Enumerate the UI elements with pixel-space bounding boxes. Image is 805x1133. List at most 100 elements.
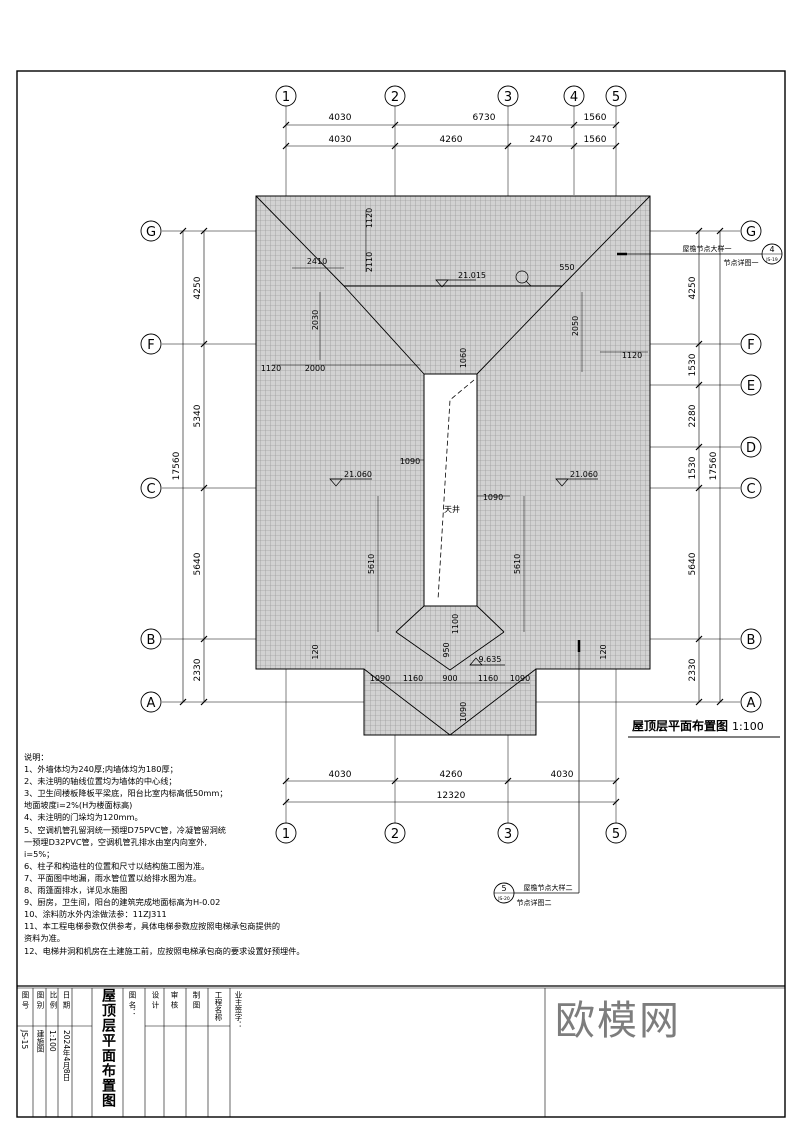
right-dim-text: 4250 1530 2280 1530 5640 2330 17560 bbox=[688, 276, 719, 681]
tb-title: 屋顶层平面布置图 bbox=[100, 988, 116, 1108]
bottom-dimensions bbox=[282, 777, 620, 806]
callout-2-ref: JS-20 bbox=[497, 896, 510, 902]
callout-2: 屋檐节点大样二 节点详图二 5 JS-20 bbox=[493, 640, 581, 907]
top-dim-text: 4030 6730 1560 4030 4260 2470 1560 bbox=[329, 113, 607, 145]
dim-1100: 1100 bbox=[451, 614, 460, 634]
dim-2050: 2050 bbox=[571, 316, 580, 336]
plan-labels: 21.015 21.060 21.060 9.635 天井 1120 2410 … bbox=[261, 208, 642, 722]
axis-labels: 1 2 3 4 5 1 2 3 5 G F C B A G F E D C B … bbox=[146, 90, 756, 842]
right-dim-6: 2330 bbox=[688, 658, 698, 681]
sheet-border bbox=[16, 70, 786, 1118]
tb-drawing-no-value: JS-15 bbox=[20, 1030, 29, 1050]
axis-right-G: G bbox=[746, 225, 756, 240]
top-dim-6: 2470 bbox=[530, 135, 553, 145]
dim-1120-right: 1120 bbox=[622, 351, 642, 360]
bottom-dim-1: 4030 bbox=[329, 770, 352, 780]
axis-left-C: C bbox=[146, 482, 155, 497]
dim-1090-b: 1090 bbox=[483, 493, 503, 502]
title-block-frame bbox=[17, 985, 785, 1117]
note-8: 8、雨篷面排水，详见水施图 bbox=[24, 885, 128, 896]
axis-bottom-1: 1 bbox=[282, 827, 290, 842]
top-dim-3: 1560 bbox=[584, 113, 607, 123]
axis-bubbles bbox=[140, 85, 762, 844]
right-dim-5: 5640 bbox=[688, 552, 698, 575]
right-dim-4: 1530 bbox=[688, 456, 698, 479]
bottom-dim-2: 4260 bbox=[440, 770, 463, 780]
tb-scale-label: 比 例 bbox=[49, 991, 58, 1009]
axis-top-4: 4 bbox=[570, 90, 578, 105]
bottom-dim-3: 4030 bbox=[551, 770, 574, 780]
dim-900: 900 bbox=[442, 674, 457, 683]
axis-bottom-2: 2 bbox=[391, 827, 399, 842]
note-2: 2、未注明的轴线位置均为墙体的中心线； bbox=[24, 776, 177, 787]
callout-2-title: 屋檐节点大样二 bbox=[524, 883, 573, 892]
tb-drawing-name-label: 图 名： bbox=[128, 991, 137, 1016]
note-11-cont: 资料为准。 bbox=[24, 933, 65, 944]
design-notes: 说明： 1、外墙体均为240厚;内墙体均为180厚； 2、未注明的轴线位置均为墙… bbox=[24, 751, 544, 957]
dim-5610-a: 5610 bbox=[367, 554, 376, 574]
left-dim-1: 4250 bbox=[193, 276, 203, 299]
callout-1-sub: 节点详图一 bbox=[724, 258, 759, 267]
dim-1120-left: 1120 bbox=[261, 364, 281, 373]
dim-2000: 2000 bbox=[305, 364, 325, 373]
note-5-cont: 一预埋D32PVC管，空调机管孔排水由室内向室外, bbox=[24, 836, 207, 847]
dim-1160-a: 1160 bbox=[403, 674, 423, 683]
dim-120-a: 120 bbox=[311, 644, 320, 659]
axis-bottom-3: 3 bbox=[504, 827, 512, 842]
axis-right-E: E bbox=[747, 379, 755, 394]
dim-1090-d: 1090 bbox=[510, 674, 530, 683]
left-dim-2: 5340 bbox=[193, 404, 203, 427]
axis-right-F: F bbox=[747, 338, 754, 353]
axis-left-F: F bbox=[147, 338, 154, 353]
callout-1-ref: JS-19 bbox=[765, 257, 778, 263]
dim-120-b: 120 bbox=[599, 644, 608, 659]
top-dim-5: 4260 bbox=[440, 135, 463, 145]
dim-2030: 2030 bbox=[311, 310, 320, 330]
tb-date-label: 日 期 bbox=[62, 991, 71, 1009]
top-dimensions bbox=[282, 121, 620, 150]
tb-drawing-type-value: 建施图 bbox=[36, 1030, 45, 1053]
callout-2-number: 5 bbox=[501, 884, 506, 893]
dim-950: 950 bbox=[442, 642, 451, 657]
axis-right-B: B bbox=[747, 633, 756, 648]
tb-check-label: 审 核 bbox=[170, 991, 179, 1009]
eave-elevation-left: 21.060 bbox=[344, 470, 372, 479]
right-dimensions bbox=[695, 227, 724, 706]
tb-draw-label: 制 图 bbox=[192, 991, 201, 1009]
light-well bbox=[423, 373, 478, 607]
plan-dimension-lines bbox=[272, 210, 648, 684]
top-dim-2: 6730 bbox=[473, 113, 496, 123]
dim-2410: 2410 bbox=[307, 257, 327, 266]
note-11: 11、本工程电梯参数仅供参考，具体电梯参数应按照电梯承包商提供的 bbox=[24, 921, 281, 932]
dim-1120-top: 1120 bbox=[365, 208, 374, 228]
callout-2-sub: 节点详图二 bbox=[517, 898, 552, 907]
axis-top-2: 2 bbox=[391, 90, 399, 105]
axis-top-3: 3 bbox=[504, 90, 512, 105]
top-dim-4: 4030 bbox=[329, 135, 352, 145]
dim-2110: 2110 bbox=[365, 252, 374, 272]
eave-elevation-right: 21.060 bbox=[570, 470, 598, 479]
axis-left-B: B bbox=[147, 633, 156, 648]
left-dimensions bbox=[179, 227, 208, 706]
top-dim-1: 4030 bbox=[329, 113, 352, 123]
top-dim-7: 1560 bbox=[584, 135, 607, 145]
left-dim-text: 17560 4250 5340 5640 2330 bbox=[172, 276, 203, 681]
bottom-dim-text: 4030 4260 4030 12320 bbox=[329, 770, 574, 801]
porch-elevation: 9.635 bbox=[479, 655, 502, 664]
axis-right-A: A bbox=[747, 696, 756, 711]
note-10: 10、涂料防水外内涂做法参：11ZJ311 bbox=[24, 909, 167, 920]
left-dim-4: 2330 bbox=[193, 658, 203, 681]
roof-plan bbox=[255, 195, 651, 736]
axis-left-A: A bbox=[147, 696, 156, 711]
tb-date-value: 2024年4月8日 bbox=[62, 1030, 71, 1082]
dim-1090-a: 1090 bbox=[400, 457, 420, 466]
axis-top-5: 5 bbox=[612, 90, 620, 105]
axis-left-G: G bbox=[146, 225, 156, 240]
note-5: 5、空调机管孔留洞统一预埋D75PVC管，冷凝管留洞统 bbox=[24, 824, 226, 835]
callout-1: 屋檐节点大样一 节点详图一 4 JS-19 bbox=[617, 243, 783, 267]
tb-design-label: 设 计 bbox=[151, 991, 160, 1009]
axis-bottom-5: 5 bbox=[612, 827, 620, 842]
right-dim-total: 17560 bbox=[709, 451, 719, 480]
right-dim-2: 1530 bbox=[688, 353, 698, 376]
